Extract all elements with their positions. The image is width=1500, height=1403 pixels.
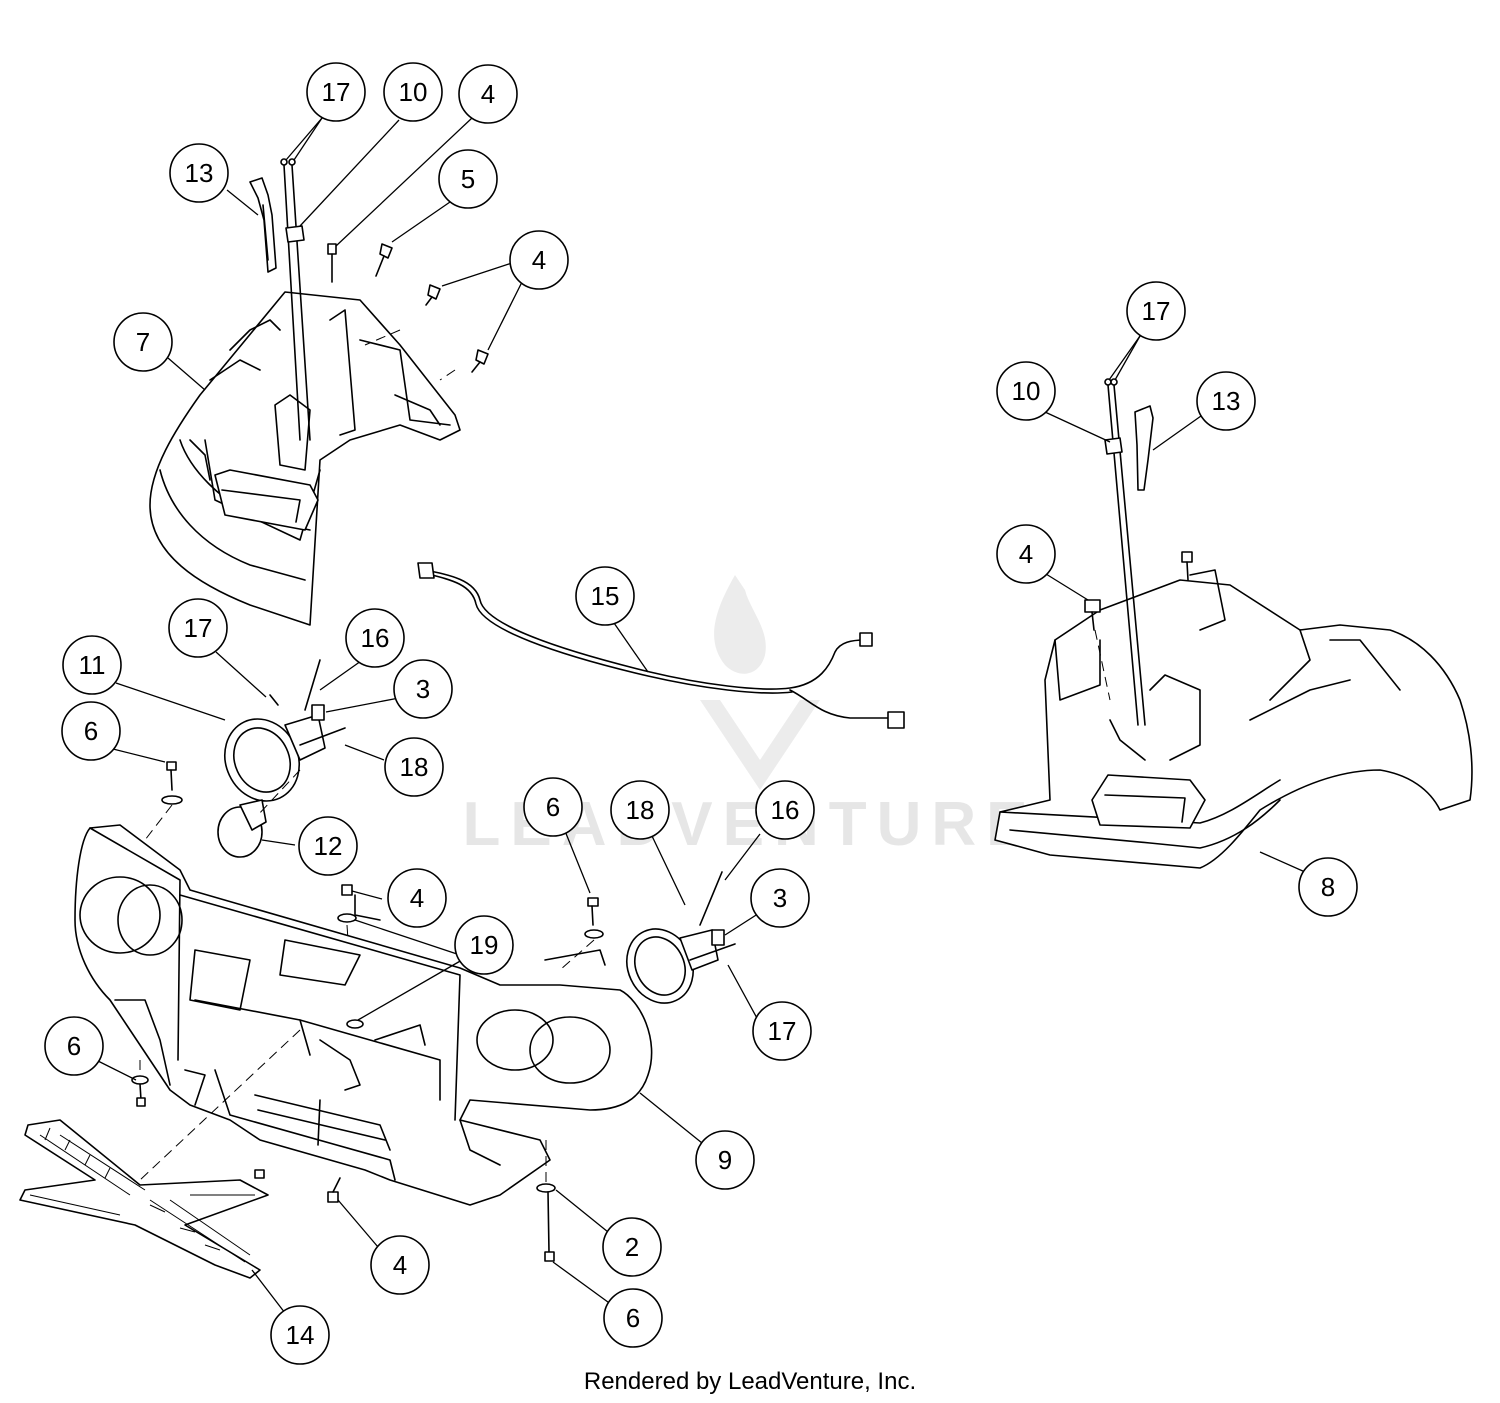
- part-15-wire-harness: [417, 562, 905, 729]
- callout-6[interactable]: 6: [523, 777, 583, 837]
- part-11-headlight-left: [224, 659, 346, 802]
- callouts: 17 10 4 13 5 4 7 17 10 13 4 15 17 16 11 …: [44, 62, 1358, 1365]
- callout-10[interactable]: 10: [383, 62, 443, 122]
- callout-9[interactable]: 9: [695, 1130, 755, 1190]
- part-8-right-shell: [994, 569, 1473, 869]
- svg-text:2: 2: [625, 1232, 639, 1262]
- svg-text:13: 13: [185, 158, 214, 188]
- callout-4[interactable]: 4: [370, 1235, 430, 1295]
- callout-6[interactable]: 6: [61, 701, 121, 761]
- callout-3[interactable]: 3: [393, 659, 453, 719]
- svg-text:18: 18: [400, 752, 429, 782]
- svg-text:13: 13: [1212, 386, 1241, 416]
- callout-6[interactable]: 6: [603, 1288, 663, 1348]
- svg-text:16: 16: [361, 623, 390, 653]
- svg-text:8: 8: [1321, 872, 1335, 902]
- callout-5[interactable]: 5: [438, 149, 498, 209]
- svg-text:6: 6: [67, 1031, 81, 1061]
- svg-text:3: 3: [416, 674, 430, 704]
- svg-text:17: 17: [768, 1016, 797, 1046]
- part-4-5-screws-top: [327, 243, 489, 373]
- callout-7[interactable]: 7: [113, 312, 173, 372]
- svg-text:12: 12: [314, 831, 343, 861]
- svg-text:4: 4: [1019, 539, 1033, 569]
- callout-3[interactable]: 3: [750, 868, 810, 928]
- svg-text:17: 17: [1142, 296, 1171, 326]
- callout-6[interactable]: 6: [44, 1016, 104, 1076]
- callout-17[interactable]: 17: [306, 62, 366, 122]
- callout-2[interactable]: 2: [602, 1217, 662, 1277]
- callout-19[interactable]: 19: [454, 915, 514, 975]
- callout-13[interactable]: 13: [169, 143, 229, 203]
- svg-text:5: 5: [461, 164, 475, 194]
- callout-4[interactable]: 4: [387, 868, 447, 928]
- callout-15[interactable]: 15: [575, 566, 635, 626]
- callout-4[interactable]: 4: [509, 230, 569, 290]
- svg-text:9: 9: [718, 1145, 732, 1175]
- callout-10[interactable]: 10: [996, 361, 1056, 421]
- footer-credit: Rendered by LeadVenture, Inc.: [583, 1368, 917, 1395]
- svg-text:4: 4: [410, 883, 424, 913]
- svg-text:18: 18: [626, 795, 655, 825]
- svg-text:17: 17: [184, 613, 213, 643]
- callout-8[interactable]: 8: [1298, 857, 1358, 917]
- svg-text:11: 11: [79, 650, 106, 680]
- callout-13[interactable]: 13: [1196, 371, 1256, 431]
- svg-text:10: 10: [1012, 376, 1041, 406]
- part-14-grille-insert: [19, 1119, 269, 1279]
- svg-text:16: 16: [771, 795, 800, 825]
- callout-18[interactable]: 18: [610, 780, 670, 840]
- callout-18[interactable]: 18: [384, 737, 444, 797]
- callout-17[interactable]: 17: [168, 598, 228, 658]
- svg-text:19: 19: [470, 930, 499, 960]
- callout-16[interactable]: 16: [345, 608, 405, 668]
- part-12-light-bulb: [217, 799, 267, 858]
- callout-4[interactable]: 4: [996, 524, 1056, 584]
- svg-text:6: 6: [626, 1303, 640, 1333]
- callout-4[interactable]: 4: [458, 64, 518, 124]
- callout-11[interactable]: 11: [62, 635, 122, 695]
- part-headlight-right: [626, 871, 736, 1004]
- svg-text:4: 4: [532, 245, 546, 275]
- part-13-latch-left: [249, 177, 277, 273]
- callout-16[interactable]: 16: [755, 780, 815, 840]
- svg-text:3: 3: [773, 883, 787, 913]
- part-7-left-shell: [149, 291, 461, 626]
- alignment-lines: [139, 329, 1111, 1182]
- callout-17[interactable]: 17: [752, 1001, 812, 1061]
- svg-text:15: 15: [591, 581, 620, 611]
- fasteners-lower: [131, 761, 604, 1262]
- svg-text:6: 6: [546, 792, 560, 822]
- svg-text:7: 7: [136, 327, 150, 357]
- callout-17[interactable]: 17: [1126, 281, 1186, 341]
- svg-text:17: 17: [322, 77, 351, 107]
- svg-text:6: 6: [84, 716, 98, 746]
- part-9-front-grille: [74, 824, 653, 1206]
- svg-text:4: 4: [393, 1250, 407, 1280]
- svg-text:4: 4: [481, 79, 495, 109]
- part-10-17-rod-left: [280, 158, 311, 441]
- callout-14[interactable]: 14: [270, 1305, 330, 1365]
- callout-12[interactable]: 12: [298, 816, 358, 876]
- svg-text:14: 14: [286, 1320, 315, 1350]
- svg-text:10: 10: [399, 77, 428, 107]
